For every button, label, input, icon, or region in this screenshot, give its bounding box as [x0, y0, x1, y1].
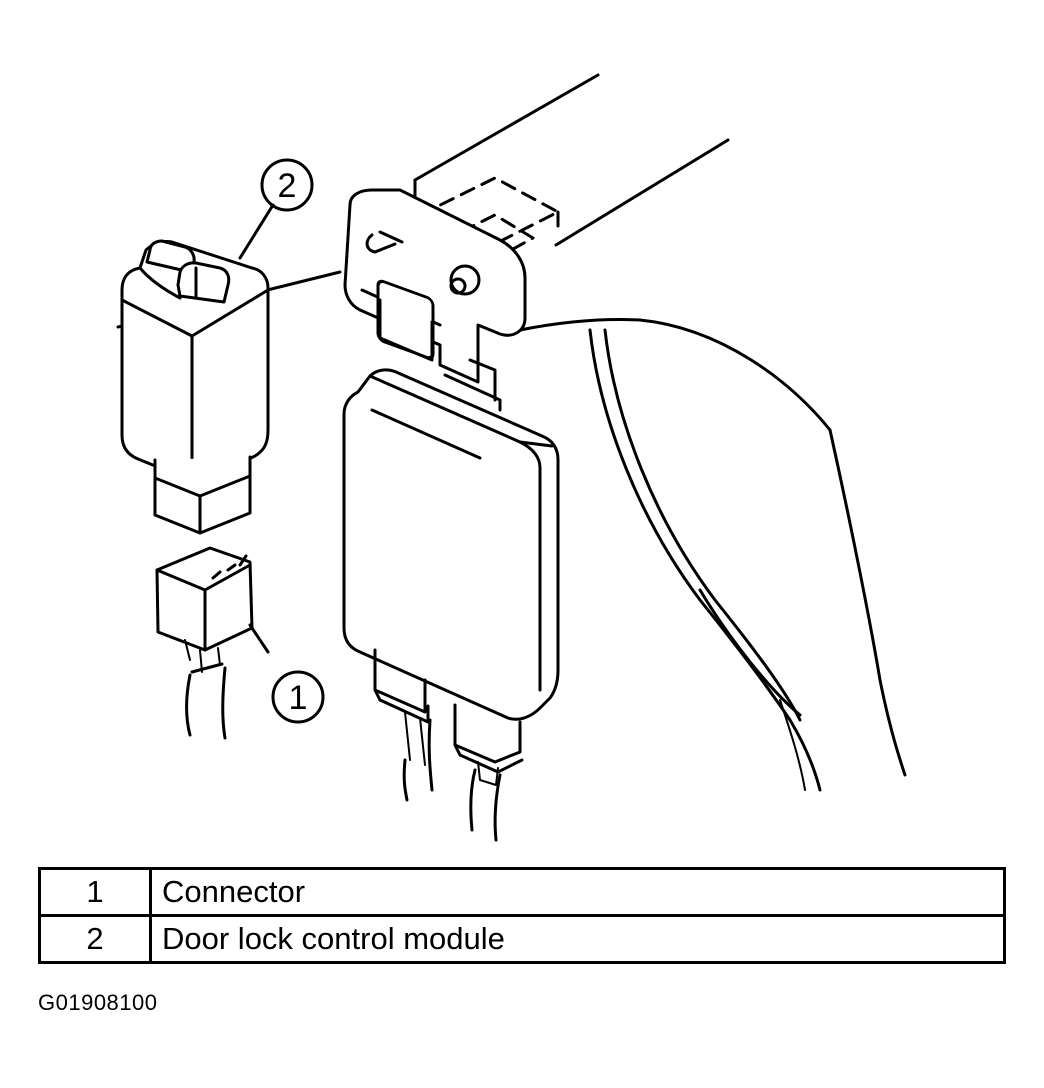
callout-2-number: 2	[278, 167, 297, 205]
mounting-bracket	[343, 176, 560, 412]
legend-number: 1	[38, 867, 152, 917]
legend-number: 2	[38, 914, 152, 964]
callout-1-number: 1	[289, 679, 308, 717]
mounted-control-module	[342, 368, 560, 842]
connector-part	[155, 546, 270, 740]
door-lock-module-illustration: 2 1	[116, 73, 907, 842]
legend-description: Door lock control module	[149, 914, 1006, 964]
vehicle-body-outline	[413, 73, 907, 792]
callout-1: 1	[271, 670, 325, 724]
door-lock-control-module	[120, 239, 270, 535]
legend-row: 2 Door lock control module	[38, 914, 1006, 964]
legend-description: Connector	[149, 867, 1006, 917]
callout-2: 2	[238, 158, 314, 260]
figure-id: G01908100	[38, 990, 158, 1015]
legend-row: 1 Connector	[38, 867, 1006, 917]
legend-table: 1 Connector 2 Door lock control module	[38, 867, 1006, 964]
